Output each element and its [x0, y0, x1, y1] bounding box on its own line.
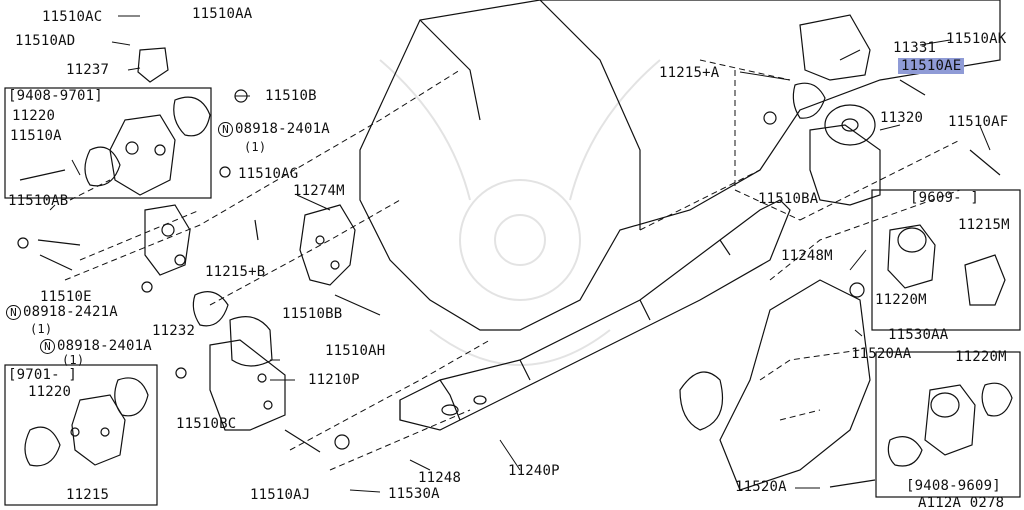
label-11510BA: 11510BA: [758, 191, 819, 207]
label-11510AK: 11510AK: [946, 31, 1007, 47]
label-11240P: 11240P: [508, 463, 560, 479]
label-11220M-bot: 11220M: [955, 349, 1007, 365]
label-11320: 11320: [880, 110, 924, 126]
label-11510AE: 11510AE: [898, 58, 965, 74]
label-11510AA: 11510AA: [192, 6, 253, 22]
label-11510B: 11510B: [265, 88, 317, 104]
label-11510AJ: 11510AJ: [250, 487, 311, 503]
label-11520A: 11520A: [735, 479, 787, 495]
label-11215: 11215: [66, 487, 110, 503]
label-11215-B: 11215+B: [205, 264, 266, 280]
label-11274M: 11274M: [293, 183, 345, 199]
label-11248M: 11248M: [781, 248, 833, 264]
label-9408-9701: [9408-9701]: [8, 88, 103, 104]
label-11510A: 11510A: [10, 128, 62, 144]
label-11237: 11237: [66, 62, 110, 78]
label-11510AB: 11510AB: [8, 193, 69, 209]
label-9609: [9609- ]: [910, 190, 980, 206]
n-symbol: N: [40, 339, 55, 354]
label-11232: 11232: [152, 323, 196, 339]
label-11510AD: 11510AD: [15, 33, 76, 49]
diagram-reference: A112A 0278: [918, 495, 1005, 510]
label-11210P: 11210P: [308, 372, 360, 388]
label-11220-inset: 11220: [28, 384, 72, 400]
label-11215M: 11215M: [958, 217, 1010, 233]
label-11215-A: 11215+A: [659, 65, 720, 81]
label-11510AC: 11510AC: [42, 9, 103, 25]
n-symbol: N: [6, 305, 21, 320]
left-mount-assembly: [84, 47, 211, 276]
label-9408-9609: [9408-9609]: [906, 478, 1001, 494]
leader-lines: [64, 59, 961, 471]
n-symbol: N: [218, 122, 233, 137]
label-11510BB: 11510BB: [282, 306, 343, 322]
label-11510AF: 11510AF: [948, 114, 1009, 130]
bolts: [19, 79, 1001, 488]
highlighted-part[interactable]: 11510AE: [898, 58, 965, 74]
label-leaders: [49, 15, 991, 493]
label-11331: 11331: [893, 40, 937, 56]
label-11520AA: 11520AA: [851, 346, 912, 362]
label-11510E: 11510E: [40, 289, 92, 305]
part-number-text: 08918-2401A: [57, 338, 152, 354]
label-11248: 11248: [418, 470, 462, 486]
label-11220-top: 11220: [12, 108, 56, 124]
watermark-emblem: [379, 59, 661, 366]
part-number-text: 08918-2421A: [23, 304, 118, 320]
label-11510AH: 11510AH: [325, 343, 386, 359]
crossmember: [399, 199, 791, 431]
label-11510BC: 11510BC: [176, 416, 237, 432]
label-qty-top: (1): [244, 140, 267, 154]
label-11510AG: 11510AG: [238, 166, 299, 182]
label-11220M-top: 11220M: [875, 292, 927, 308]
part-number-text: 08918-2401A: [235, 121, 330, 137]
label-11530AA: 11530AA: [888, 327, 949, 343]
label-qty-mid: (1): [30, 322, 53, 336]
label-qty-bot: (1): [62, 353, 85, 367]
engine-outline: [359, 0, 1001, 331]
label-11530A: 11530A: [388, 486, 440, 502]
label-9701: [9701- ]: [8, 367, 78, 383]
